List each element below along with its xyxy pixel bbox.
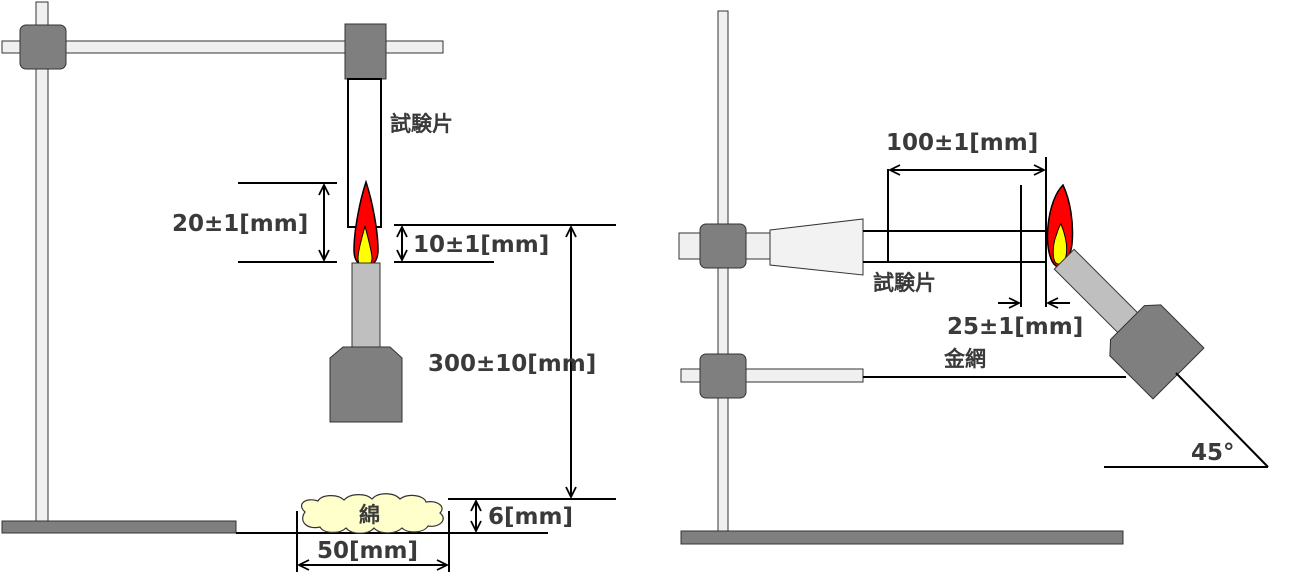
stand-rod bbox=[35, 1, 49, 522]
drop-height-label: 300±10[mm] bbox=[428, 351, 596, 377]
gauze-label: 金網 bbox=[943, 347, 986, 371]
rod-clamp bbox=[19, 24, 67, 70]
burner-base bbox=[329, 346, 403, 423]
lower-clamp bbox=[699, 353, 747, 399]
specimen-clamp bbox=[344, 23, 387, 80]
specimen-label-right: 試験片 bbox=[873, 271, 936, 295]
flame-inner-right bbox=[1052, 223, 1068, 265]
burner-tube bbox=[351, 262, 381, 348]
specimen-label-left: 試験片 bbox=[390, 112, 453, 136]
angle-diagonal bbox=[1175, 372, 1269, 468]
horizontal-arm bbox=[1, 40, 444, 54]
flame-height-label: 20±1[mm] bbox=[172, 211, 308, 237]
length-label: 100±1[mm] bbox=[886, 130, 1038, 156]
angle-label: 45° bbox=[1191, 440, 1235, 466]
cotton-label: 綿 bbox=[359, 503, 380, 527]
horizontal-test-figure: 試験片 100±1[mm] 25±1[mm] 金網 45° bbox=[678, 10, 1269, 545]
burner-base-tilted bbox=[1109, 304, 1205, 400]
vertical-test-figure: 試験片 20±1[mm] 10±1[mm] 300±10[mm] 綿 6[mm]… bbox=[1, 1, 616, 572]
stand-base-right bbox=[680, 530, 1124, 545]
cotton-thickness-label: 6[mm] bbox=[488, 504, 573, 530]
specimen-holder-cone bbox=[769, 218, 864, 276]
cotton-pad bbox=[300, 493, 444, 534]
cotton-width-label: 50[mm] bbox=[317, 538, 418, 564]
flame-point-label: 25±1[mm] bbox=[947, 314, 1083, 340]
specimen-gap-label: 10±1[mm] bbox=[413, 232, 549, 258]
stand-base bbox=[1, 520, 237, 534]
upper-clamp bbox=[699, 223, 747, 269]
stand-rod-right bbox=[717, 10, 729, 532]
